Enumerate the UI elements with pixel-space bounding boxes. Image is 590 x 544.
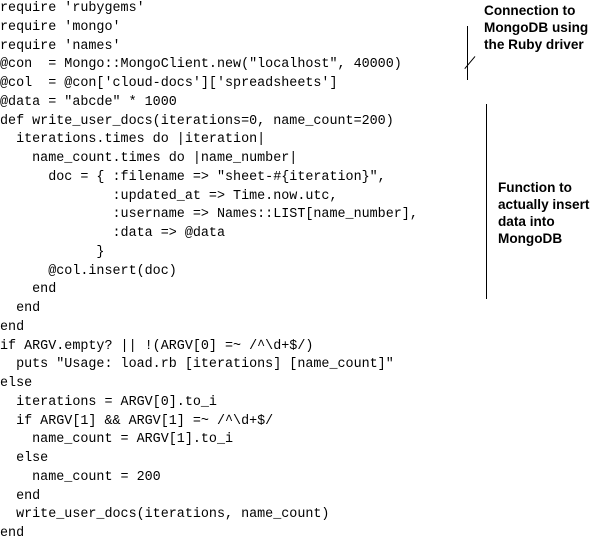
code-line: end bbox=[0, 488, 41, 504]
callout-bracket-connection bbox=[467, 26, 469, 80]
code-line: :data => @data bbox=[0, 226, 225, 241]
code-line: doc = { :filename => "sheet-#{iteration}… bbox=[0, 169, 386, 185]
code-line: require 'mongo' bbox=[0, 19, 121, 35]
code-line: @data = "abcde" * 1000 bbox=[0, 94, 177, 110]
code-line: require 'names' bbox=[0, 38, 121, 54]
code-line: name_count = 200 bbox=[0, 469, 161, 485]
code-line: write_user_docs(iterations, name_count) bbox=[0, 507, 330, 523]
callout-bracket-function bbox=[486, 104, 488, 299]
annotation-function: Function to actually insert data into Mo… bbox=[498, 180, 590, 246]
code-line: end bbox=[0, 526, 25, 541]
code-line: name_count.times do |name_number| bbox=[0, 151, 298, 166]
code-line: def write_user_docs(iterations=0, name_c… bbox=[0, 113, 394, 129]
code-line: end bbox=[0, 301, 41, 316]
code-line: :updated_at => Time.now.utc, bbox=[0, 188, 338, 204]
code-line: @col.insert(doc) bbox=[0, 263, 177, 279]
code-line: iterations.times do |iteration| bbox=[0, 132, 266, 148]
code-line: end bbox=[0, 319, 25, 335]
code-line: @col = @con['cloud-docs']['spreadsheets'… bbox=[0, 76, 338, 91]
code-line: } bbox=[0, 244, 105, 260]
code-line: else bbox=[0, 376, 33, 391]
code-line: name_count = ARGV[1].to_i bbox=[0, 432, 234, 448]
code-line: iterations = ARGV[0].to_i bbox=[0, 394, 217, 410]
annotation-connection: Connection to MongoDB using the Ruby dri… bbox=[484, 3, 589, 52]
code-line: @con = Mongo::MongoClient.new("localhost… bbox=[0, 57, 402, 73]
code-line: require 'rubygems' bbox=[0, 1, 145, 16]
code-line: else bbox=[0, 451, 49, 466]
code-line: if ARGV[1] && ARGV[1] =~ /^\d+$/ bbox=[0, 413, 274, 429]
code-listing: require 'rubygems' require 'mongo' require… bbox=[0, 1, 418, 541]
code-line: puts "Usage: load.rb [iterations] [name_… bbox=[0, 357, 394, 373]
code-line: end bbox=[0, 282, 57, 298]
code-line: :username => Names::LIST[name_number], bbox=[0, 207, 418, 223]
code-line: if ARGV.empty? || !(ARGV[0] =~ /^\d+$/) bbox=[0, 338, 314, 354]
